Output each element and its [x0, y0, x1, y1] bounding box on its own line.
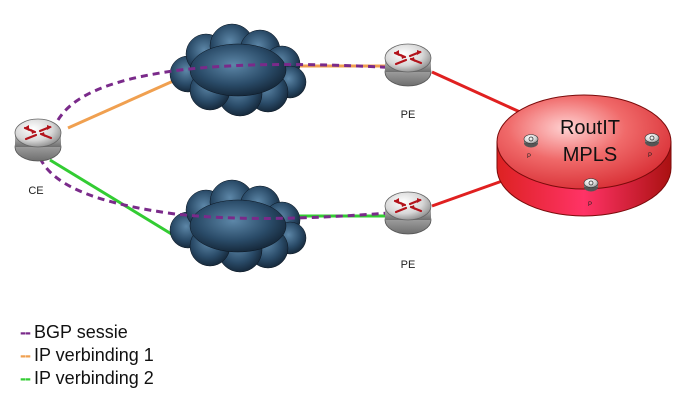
mpls-title-line1: RoutIT [560, 117, 620, 139]
p-router-label: P [648, 153, 652, 159]
legend: --BGP sessie --IP verbinding 1 --IP verb… [20, 321, 154, 390]
bgp-session-line [38, 157, 405, 220]
p-router-label: P [527, 154, 531, 160]
pe-bottom-label: PE [401, 259, 416, 271]
dash-icon: -- [20, 322, 31, 342]
router-icon [383, 190, 433, 236]
p-router-label: P [588, 202, 592, 208]
legend-item-bgp: --BGP sessie [20, 321, 154, 344]
legend-label: IP verbinding 2 [34, 368, 154, 388]
ip-connection-2-line [49, 158, 179, 240]
dash-icon: -- [20, 368, 31, 388]
ce-label: CE [28, 185, 43, 197]
mpls-cylinder-icon: P P P RoutIT MPLS [496, 94, 672, 217]
bgp-session-line [56, 63, 405, 121]
dash-icon: -- [20, 345, 31, 365]
cloud-icon [169, 179, 307, 273]
pe-top-label: PE [401, 109, 416, 121]
legend-label: IP verbinding 1 [34, 345, 154, 365]
legend-item-ip2: --IP verbinding 2 [20, 367, 154, 390]
pe-top-mpls-link [431, 70, 521, 114]
mpls-title-line2: MPLS [563, 144, 617, 166]
router-icon [13, 117, 63, 163]
legend-label: BGP sessie [34, 322, 128, 342]
pe-bottom-mpls-link [431, 178, 506, 208]
ip-connection-1-line [67, 76, 181, 130]
router-icon [383, 42, 433, 88]
legend-item-ip1: --IP verbinding 1 [20, 344, 154, 367]
